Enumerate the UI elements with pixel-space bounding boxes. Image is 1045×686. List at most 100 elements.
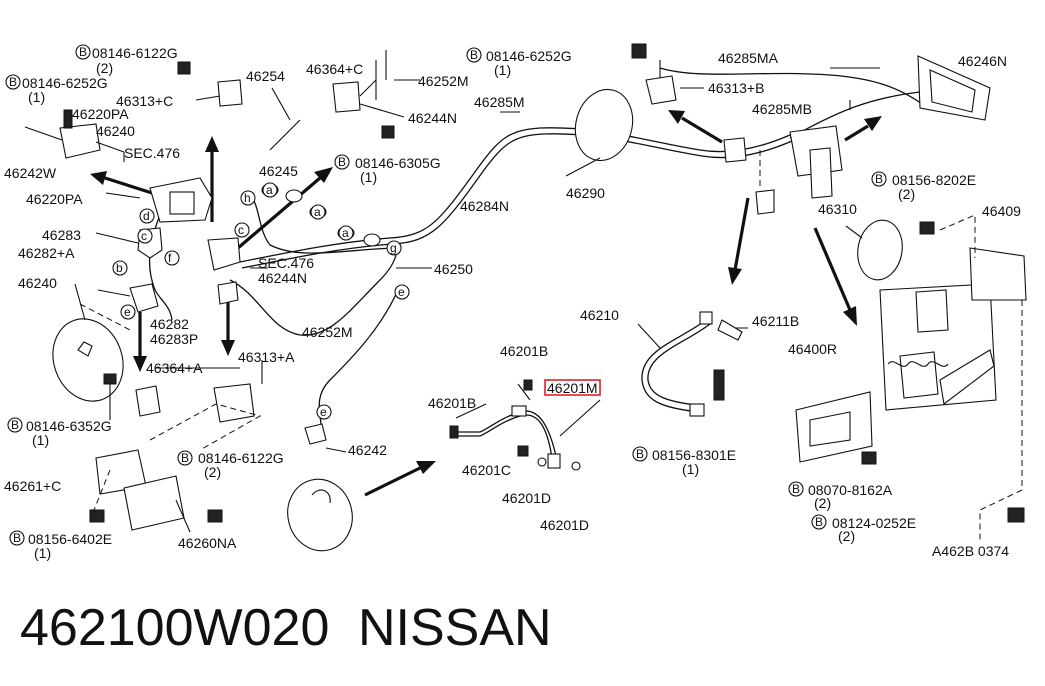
- quantity-label: (2): [204, 464, 221, 480]
- brake-hose-46210: [641, 311, 743, 417]
- part-label: 46285MB: [752, 101, 812, 117]
- bolt-label: 08146-6252G: [22, 75, 108, 91]
- quantity-label: (1): [360, 169, 377, 185]
- brand-name: NISSAN: [358, 599, 552, 657]
- quantity-label: (1): [494, 62, 511, 78]
- callout-b: b: [116, 261, 123, 275]
- quantity-label: (1): [34, 545, 51, 561]
- right-upper-assembly: [631, 43, 991, 215]
- quantity-label: (2): [96, 60, 113, 76]
- left-assembly: [59, 61, 395, 531]
- callout-f: f: [168, 251, 172, 265]
- bolt-label: 08156-6402E: [28, 531, 112, 547]
- callout-e2: e: [398, 285, 405, 299]
- part-label: 46284N: [460, 198, 509, 214]
- bolt-symbol: B: [9, 75, 17, 89]
- part-label: 46201D: [502, 490, 551, 506]
- bolt-label: 08070-8162A: [808, 482, 893, 498]
- callout-a: a: [266, 183, 273, 197]
- part-label: 46245: [259, 163, 298, 179]
- callout-h: h: [244, 191, 251, 205]
- part-label: 46201C: [462, 462, 511, 478]
- part-label: 46242W: [4, 165, 57, 181]
- callout-c: c: [141, 229, 147, 243]
- part-label: 46400R: [788, 341, 837, 357]
- part-label: 46240: [96, 123, 135, 139]
- bolt-label: 08124-0252E: [832, 515, 916, 531]
- bolt-symbol: B: [792, 482, 800, 496]
- quantity-label: (2): [814, 495, 831, 511]
- bolt-symbol: B: [636, 447, 644, 461]
- part-label: 46220PA: [72, 106, 129, 122]
- bolt-symbol: B: [79, 45, 87, 59]
- part-label: 46261+C: [4, 478, 61, 494]
- bolt-symbol: B: [815, 515, 823, 529]
- callout-circles: d c b f e h c a a a g e e: [112, 182, 410, 420]
- section-label: SEC.476: [258, 255, 314, 271]
- brake-piping-diagram: d c b f e h c a a a g e e B B B B B B B …: [4, 43, 1027, 561]
- part-label: 46242: [348, 442, 387, 458]
- direction-arrows: [90, 110, 882, 497]
- part-label: 46282: [150, 316, 189, 332]
- part-label: 46201D: [540, 517, 589, 533]
- quantity-label: (1): [28, 89, 45, 105]
- part-label: 46211B: [752, 313, 799, 329]
- part-label: 46240: [18, 275, 57, 291]
- callout-c2: c: [238, 223, 244, 237]
- part-label: 46283P: [150, 331, 198, 347]
- callout-e3: e: [320, 405, 327, 419]
- part-label: 46220PA: [26, 191, 83, 207]
- part-label: 46250: [434, 261, 473, 277]
- part-label: 46201B: [500, 343, 548, 359]
- part-label: 46409: [982, 203, 1021, 219]
- part-label: 46252M: [418, 73, 469, 89]
- bolt-label: 08146-6122G: [92, 45, 178, 61]
- bolt-symbols: B B B B B B B B B B B: [5, 44, 887, 546]
- bolt-label: 08156-8301E: [652, 447, 736, 463]
- part-label: 46246N: [958, 53, 1007, 69]
- part-label: 46244N: [258, 270, 307, 286]
- bolt-label: 08146-6122G: [198, 450, 284, 466]
- bolt-symbol: B: [11, 418, 19, 432]
- part-label: 46244N: [408, 110, 457, 126]
- part-label: 46290: [566, 185, 605, 201]
- callout-a3: a: [342, 226, 349, 240]
- part-label: 46364+C: [306, 61, 363, 77]
- bolt-symbol: B: [181, 451, 189, 465]
- bolt-symbol: B: [875, 172, 883, 186]
- part-label: 46254: [246, 68, 285, 84]
- part-label: 46252M: [302, 324, 353, 340]
- part-label: 46283: [42, 227, 81, 243]
- part-label: 46282+A: [18, 245, 75, 261]
- part-label: 46210: [580, 307, 619, 323]
- part-label: 46310: [818, 201, 857, 217]
- part-number: 462100W020: [20, 599, 330, 657]
- part-label: 46313+C: [116, 93, 173, 109]
- flexible-brake-hose: [449, 379, 581, 471]
- part-label: 46313+B: [708, 80, 764, 96]
- brake-pipes: [148, 67, 980, 436]
- section-label: SEC.476: [124, 145, 180, 161]
- quantity-label: (1): [682, 461, 699, 477]
- highlighted-part-frame: [544, 379, 601, 396]
- bolt-label: 08146-6352G: [26, 418, 112, 434]
- part-label: 46285MA: [718, 50, 779, 66]
- part-label: 46260NA: [178, 535, 237, 551]
- dashed-guides: [79, 150, 1023, 540]
- callout-d: d: [143, 209, 150, 223]
- bolt-label: 08146-6305G: [355, 155, 441, 171]
- footer: 462100W020 NISSAN: [0, 598, 1045, 668]
- part-labels: 08146-6122G (2) 08146-6252G (1) 46313+C …: [4, 45, 1021, 561]
- bolt-label: 08146-6252G: [486, 48, 572, 64]
- callout-a2: a: [314, 205, 321, 219]
- part-label: 46285M: [474, 94, 525, 110]
- part-label: 46364+A: [146, 360, 203, 376]
- quantity-label: (2): [898, 186, 915, 202]
- diagram-reference: A462B 0374: [932, 543, 1009, 559]
- bolt-label: 08156-8202E: [892, 172, 976, 188]
- quantity-label: (1): [32, 432, 49, 448]
- bolt-symbol: B: [338, 155, 346, 169]
- quantity-label: (2): [838, 528, 855, 544]
- part-label: 46201B: [428, 395, 476, 411]
